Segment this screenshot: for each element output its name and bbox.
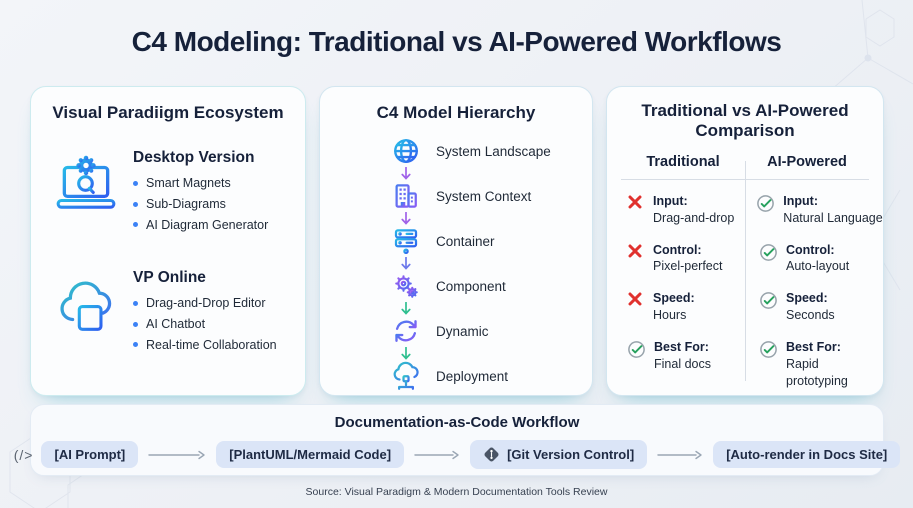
bullet-item: AI Chatbot (133, 314, 277, 335)
check-circle-icon (756, 194, 775, 218)
hierarchy-card-title: C4 Model Hierarchy (376, 103, 536, 122)
comparison-rows: Input:Drag-and-drop Input:Natural Langua… (621, 193, 883, 390)
bullet-item: Drag-and-Drop Editor (133, 293, 277, 314)
traditional-cell: Speed:Hours (621, 290, 743, 324)
comparison-row: Speed:Hours Speed:Seconds (621, 290, 869, 324)
cards-row: Visual Paradiigm Ecosystem (30, 86, 884, 396)
check-circle-icon (627, 340, 646, 364)
down-arrow-icon (390, 302, 422, 316)
down-arrow-icon (390, 347, 422, 361)
hierarchy-label: Container (435, 233, 495, 249)
bullet-item: Smart Magnets (133, 173, 268, 194)
down-arrow-icon (390, 212, 422, 226)
ai-powered-cell: Speed:Seconds (743, 290, 869, 324)
workflow-pill: [PlantUML/Mermaid Code] (216, 441, 405, 468)
cross-icon (627, 243, 645, 264)
hierarchy-label: Dynamic (435, 323, 489, 339)
bullet-dot (133, 342, 138, 348)
column-divider (745, 161, 746, 381)
cross-icon (627, 194, 645, 215)
laptop-gear-icon (53, 153, 119, 220)
comparison-row: Best For:Final docs Best For: Rapid prot… (621, 339, 869, 390)
gears-icon (390, 270, 422, 302)
desktop-version-heading: Desktop Version (133, 149, 255, 167)
check-circle-icon (759, 291, 778, 315)
bullet-item: Sub-Diagrams (133, 194, 268, 215)
hierarchy-list: System Landscape (336, 135, 576, 392)
workflow-title: Documentation-as-Code Workflow (334, 414, 580, 431)
down-arrow-icon (390, 167, 422, 181)
bullet-dot (133, 181, 138, 187)
hierarchy-label: System Context (435, 188, 532, 204)
vp-online-bullets: Drag-and-Drop Editor AI Chatbot Real-tim… (133, 293, 277, 355)
ecosystem-card-title: Visual Paradiigm Ecosystem (52, 103, 284, 122)
server-icon (390, 225, 422, 257)
sync-icon (390, 315, 422, 347)
traditional-cell: Control:Pixel-perfect (621, 242, 743, 276)
hierarchy-level: System Context (390, 180, 576, 212)
hierarchy-level: Container (390, 225, 576, 257)
bullet-dot (133, 321, 138, 327)
bullet-dot (133, 301, 138, 307)
check-circle-icon (759, 340, 778, 364)
ai-powered-column-header: AI-Powered (767, 153, 847, 170)
building-icon (390, 180, 422, 212)
comparison-card: Traditional vs AI-Powered Comparison Tra… (606, 86, 884, 396)
ecosystem-card: Visual Paradiigm Ecosystem (30, 86, 306, 396)
hierarchy-card: C4 Model Hierarchy System Landscape (318, 86, 593, 396)
ai-powered-cell: Control:Auto-layout (743, 242, 869, 276)
traditional-column-header: Traditional (646, 153, 720, 170)
down-arrow-icon (390, 257, 422, 271)
ai-powered-cell: Input:Natural Language (740, 193, 883, 227)
cloud-node-icon (390, 360, 422, 392)
page-title: C4 Modeling: Traditional vs AI-Powered W… (131, 26, 782, 57)
hierarchy-label: Deployment (435, 368, 509, 384)
ai-powered-cell: Best For: Rapid prototyping (743, 339, 869, 390)
check-circle-icon (759, 243, 778, 267)
comparison-row: Control:Pixel-perfect Control:Auto-layou… (621, 242, 869, 276)
code-icon: (/> (13, 446, 34, 463)
workflow-step-git: [Git Version Control] (470, 440, 648, 469)
desktop-version-bullets: Smart Magnets Sub-Diagrams AI Diagram Ge… (133, 173, 268, 235)
hierarchy-level: System Landscape (390, 135, 576, 167)
workflow-bar: Documentation-as-Code Workflow (/> [AI P… (14, 404, 901, 476)
right-arrow-icon (148, 449, 206, 461)
workflow-step-ai-prompt: (/> [AI Prompt] (14, 441, 139, 468)
cross-icon (627, 291, 645, 312)
comparison-row: Input:Drag-and-drop Input:Natural Langua… (621, 193, 883, 227)
desktop-version-text: Desktop Version Smart Magnets Sub-Diagra… (133, 149, 268, 235)
traditional-cell: Input:Drag-and-drop (621, 193, 740, 227)
traditional-cell: Best For:Final docs (621, 339, 743, 390)
cloud-browser-icon (53, 273, 119, 340)
workflow-step-autorender: [Auto-render in Docs Site] (713, 441, 901, 468)
hierarchy-level: Dynamic (390, 315, 576, 347)
vp-online-section: VP Online Drag-and-Drop Editor AI Chatbo… (47, 269, 289, 355)
workflow-pill: [AI Prompt] (41, 441, 139, 468)
source-attribution: Source: Visual Paradigm & Modern Documen… (305, 486, 608, 498)
hierarchy-level: Deployment (390, 360, 576, 392)
bullet-item: Real-time Collaboration (133, 335, 277, 356)
workflow-step-plantuml: [PlantUML/Mermaid Code] (216, 441, 405, 468)
desktop-version-section: Desktop Version Smart Magnets Sub-Diagra… (47, 149, 289, 235)
bullet-item: AI Diagram Generator (133, 215, 268, 236)
comparison-card-title: Traditional vs AI-Powered Comparison (641, 101, 849, 141)
workflow-pill: [Auto-render in Docs Site] (713, 441, 901, 468)
bullet-dot (133, 222, 138, 228)
vp-online-text: VP Online Drag-and-Drop Editor AI Chatbo… (133, 269, 277, 355)
vp-online-heading: VP Online (133, 269, 206, 287)
workflow-pill: [Git Version Control] (470, 440, 648, 469)
right-arrow-icon (657, 449, 703, 461)
hierarchy-label: Component (435, 278, 506, 294)
hierarchy-label: System Landscape (435, 143, 551, 159)
right-arrow-icon (414, 449, 460, 461)
globe-icon (390, 135, 422, 167)
hierarchy-level: Component (390, 270, 576, 302)
git-icon (483, 446, 500, 463)
workflow-steps: (/> [AI Prompt] [PlantUML/Mermaid Code] (14, 440, 901, 469)
bullet-dot (133, 201, 138, 207)
